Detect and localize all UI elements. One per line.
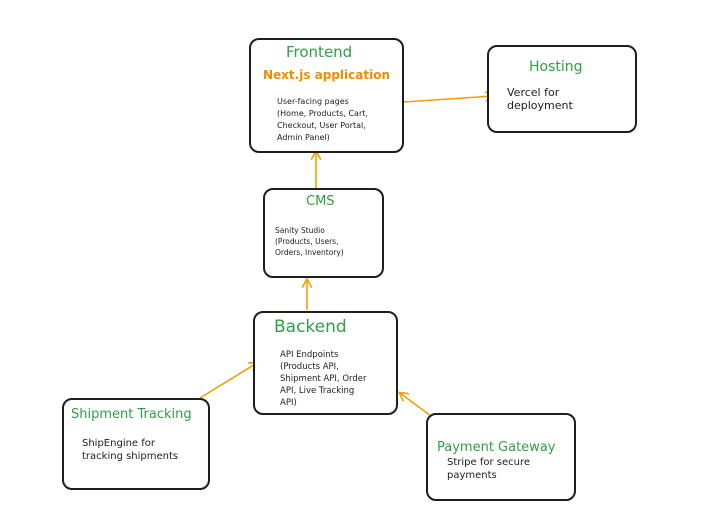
edge-payment-to-backend [400, 393, 432, 417]
frontend-node: Frontend Next.js application User-facing… [249, 38, 404, 153]
frontend-title: Frontend [286, 43, 353, 61]
backend-description: API Endpoints (Products API, Shipment AP… [280, 350, 367, 408]
payment-gateway-description: Stripe for secure payments [447, 457, 531, 481]
shipment-tracking-title: Shipment Tracking [71, 407, 192, 422]
backend-node: Backend API Endpoints (Products API, Shi… [253, 311, 398, 415]
hosting-title: Hosting [529, 59, 583, 75]
hosting-node: Hosting Vercel for deployment [487, 45, 637, 133]
frontend-description: User-facing pages (Home, Products, Cart,… [277, 97, 368, 142]
cms-node: CMS Sanity Studio (Products, Users, Orde… [263, 188, 384, 278]
payment-gateway-node: Payment Gateway Stripe for secure paymen… [426, 413, 576, 501]
shipment-tracking-description: ShipEngine for tracking shipments [82, 438, 179, 462]
edge-frontend-to-hosting [403, 96, 493, 103]
backend-title: Backend [274, 317, 347, 337]
frontend-subtitle: Next.js application [263, 68, 391, 82]
payment-gateway-title: Payment Gateway [437, 440, 556, 455]
shipment-tracking-node: Shipment Tracking ShipEngine for trackin… [62, 398, 210, 490]
cms-title: CMS [306, 194, 335, 209]
edge-shipment-to-backend [199, 363, 257, 399]
cms-description: Sanity Studio (Products, Users, Orders, … [275, 226, 344, 257]
hosting-description: Vercel for deployment [507, 86, 573, 112]
